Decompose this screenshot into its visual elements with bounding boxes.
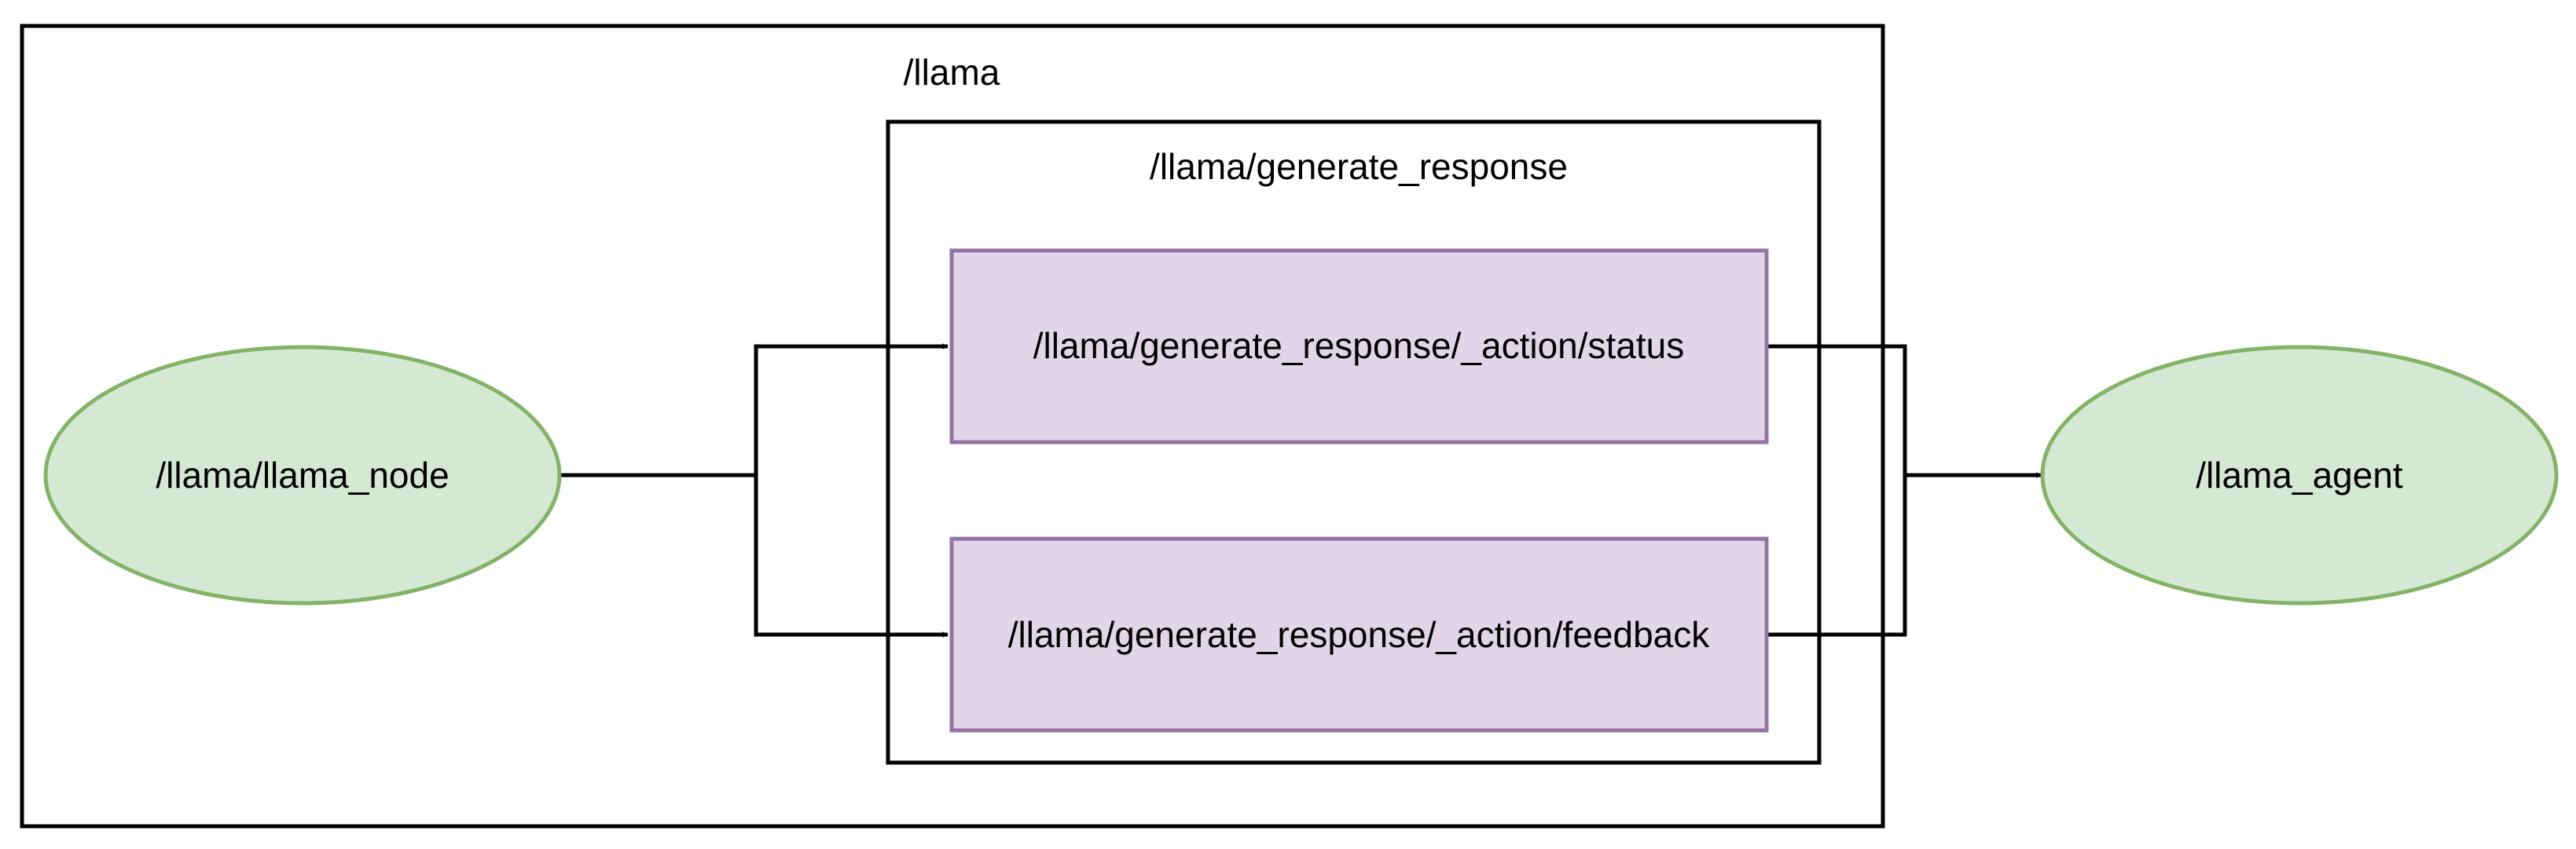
topic-feedback[interactable]: /llama/generate_response/_action/feedbac… bbox=[949, 536, 1769, 733]
edge-node-to-feedback bbox=[754, 475, 949, 638]
topic-status[interactable]: /llama/generate_response/_action/status bbox=[949, 248, 1769, 445]
node-llama-node[interactable]: /llama/llama_node bbox=[43, 345, 562, 606]
node-llama-agent[interactable]: /llama_agent bbox=[2040, 345, 2559, 606]
node-llama-node-shape bbox=[43, 345, 562, 606]
node-llama-agent-label: /llama_agent bbox=[2196, 455, 2403, 496]
node-llama-node-label: /llama/llama_node bbox=[156, 455, 449, 496]
edge-node-to-status bbox=[560, 343, 949, 478]
edge-feedback-to-agent bbox=[1767, 475, 1907, 637]
node-llama-agent-shape bbox=[2040, 345, 2559, 606]
topic-status-label: /llama/generate_response/_action/status bbox=[1033, 325, 1685, 366]
topic-feedback-shape bbox=[949, 536, 1769, 733]
topic-feedback-label: /llama/generate_response/_action/feedbac… bbox=[1008, 614, 1710, 655]
group-generate-response-label: /llama/generate_response bbox=[1150, 146, 1568, 187]
topic-status-shape bbox=[949, 248, 1769, 445]
group-llama-label: /llama bbox=[904, 52, 1000, 93]
group-generate-response-frame bbox=[886, 119, 1822, 765]
edge-status-to-agent bbox=[1767, 344, 2042, 478]
group-llama-frame bbox=[20, 24, 1885, 829]
